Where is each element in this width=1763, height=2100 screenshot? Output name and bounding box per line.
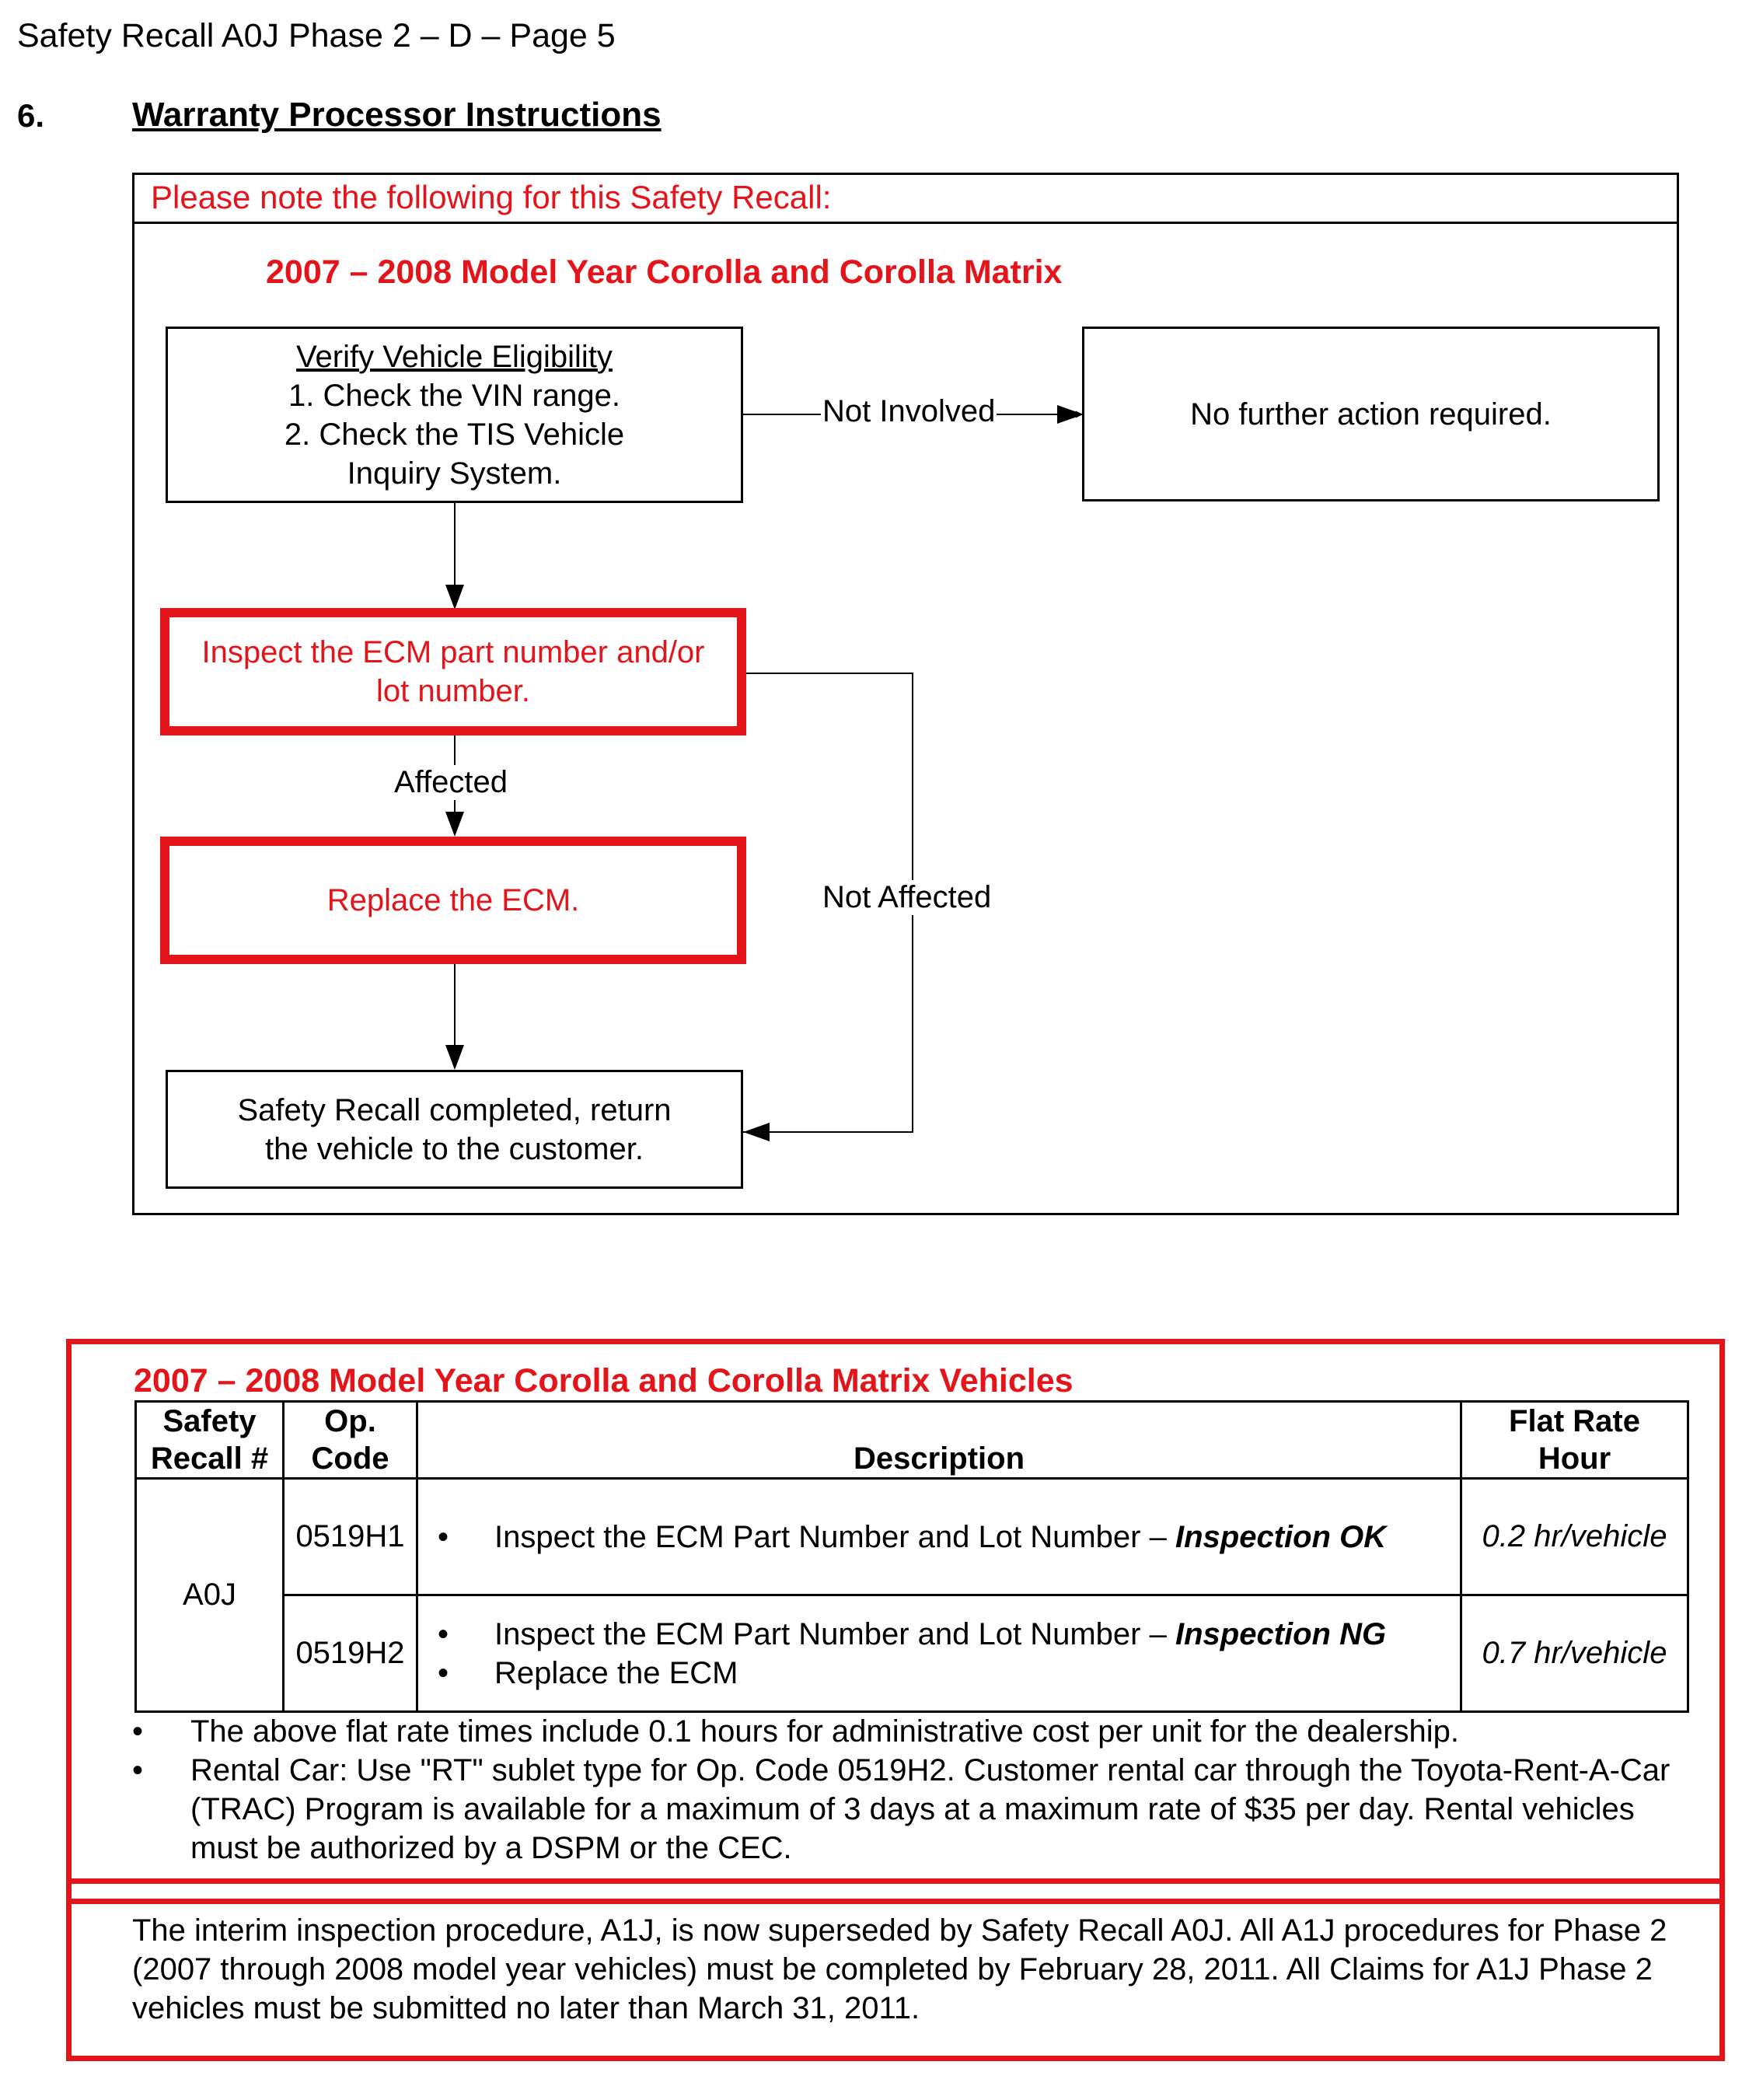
section-divider [66, 1878, 1725, 1904]
inspect-line-1: Inspect the ECM part number and/or [201, 635, 705, 669]
label-not-affected: Not Affected [821, 880, 993, 915]
table-header-row: Safety Recall # Op. Code Description Fla… [134, 1400, 1689, 1480]
replace-ecm-box: Replace the ECM. [160, 837, 746, 964]
labor-operation-table: Safety Recall # Op. Code Description Fla… [134, 1400, 1689, 1713]
table-row: 0519H2 Inspect the ECM Part Number and L… [136, 1594, 1689, 1713]
label-affected: Affected [393, 765, 510, 800]
note-item: Rental Car: Use "RT" sublet type for Op.… [132, 1751, 1687, 1868]
flat-rate: 0.2 hr/vehicle [1482, 1519, 1667, 1553]
page-header: Safety Recall A0J Phase 2 – D – Page 5 [17, 17, 616, 54]
flowchart-frame [132, 173, 1679, 1215]
flat-rate-cell: 0.2 hr/vehicle [1460, 1477, 1689, 1596]
section-title: Warranty Processor Instructions [132, 96, 662, 134]
description-text: Inspect the ECM Part Number and Lot Numb… [494, 1616, 1175, 1651]
op-code: 0519H1 [295, 1519, 405, 1553]
col-header-description-text: Description [853, 1441, 1025, 1476]
col-header-recall: Safety Recall # [134, 1400, 285, 1480]
completed-line-1: Safety Recall completed, return [237, 1092, 672, 1127]
flowchart-subtitle: 2007 – 2008 Model Year Corolla and Corol… [266, 253, 1063, 291]
description-item: Inspect the ECM Part Number and Lot Numb… [418, 1615, 1460, 1654]
col-header-flat-2: Hour [1538, 1441, 1611, 1476]
arrowhead-replace [445, 812, 464, 837]
col-header-opcode-2: Code [311, 1441, 389, 1476]
section-number: 6. [17, 97, 45, 134]
description-text: Replace the ECM [494, 1655, 738, 1690]
flat-rate: 0.7 hr/vehicle [1482, 1636, 1667, 1670]
recall-completed-box: Safety Recall completed, return the vehi… [166, 1070, 743, 1189]
completed-line-2: the vehicle to the customer. [265, 1131, 644, 1166]
verify-eligibility-box: Verify Vehicle Eligibility 1. Check the … [166, 327, 743, 503]
flowchart-note: Please note the following for this Safet… [151, 179, 832, 215]
recall-number: A0J [183, 1578, 236, 1612]
flowchart-note-bar: Please note the following for this Safet… [132, 173, 1679, 224]
description-list: Inspect the ECM Part Number and Lot Numb… [418, 1615, 1460, 1693]
replace-text: Replace the ECM. [326, 883, 580, 917]
description-item: Replace the ECM [418, 1654, 1460, 1693]
verify-step-2-cont: Inquiry System. [347, 456, 562, 491]
arrowhead-complete [445, 1045, 464, 1070]
col-header-flat-rate: Flat Rate Hour [1460, 1400, 1689, 1480]
col-header-recall-2: Recall # [150, 1441, 269, 1476]
inspect-ecm-box: Inspect the ECM part number and/or lot n… [160, 608, 746, 736]
inspection-result: Inspection OK [1175, 1519, 1387, 1554]
op-code: 0519H2 [295, 1636, 405, 1670]
opcode-cell: 0519H2 [282, 1594, 418, 1713]
inspect-line-2: lot number. [376, 674, 530, 708]
supersede-note: The interim inspection procedure, A1J, i… [132, 1913, 1667, 2025]
table-row: A0J 0519H1 Inspect the ECM Part Number a… [134, 1477, 1689, 1713]
col-header-recall-1: Safety [162, 1404, 257, 1438]
col-header-description: Description [416, 1400, 1462, 1480]
description-text: Inspect the ECM Part Number and Lot Numb… [494, 1519, 1175, 1554]
table-title: 2007 – 2008 Model Year Corolla and Corol… [134, 1362, 1074, 1399]
note-item: The above flat rate times include 0.1 ho… [132, 1712, 1687, 1751]
arrowhead-inspect [445, 585, 464, 610]
description-cell: Inspect the ECM Part Number and Lot Numb… [416, 1594, 1462, 1713]
verify-step-1: 1. Check the VIN range. [288, 378, 620, 413]
description-item: Inspect the ECM Part Number and Lot Numb… [418, 1518, 1460, 1557]
no-action-box: No further action required. [1082, 327, 1660, 501]
recall-cell: A0J [134, 1477, 285, 1713]
description-list: Inspect the ECM Part Number and Lot Numb… [418, 1518, 1460, 1557]
col-header-opcode: Op. Code [282, 1400, 418, 1480]
inspection-result: Inspection NG [1175, 1616, 1387, 1651]
arrowhead-not-involved [1057, 405, 1084, 424]
description-cell: Inspect the ECM Part Number and Lot Numb… [416, 1477, 1462, 1596]
arrowhead-not-affected [743, 1123, 770, 1141]
col-header-opcode-1: Op. [324, 1404, 376, 1438]
label-not-involved: Not Involved [821, 394, 997, 429]
recall-table-frame [66, 1339, 1725, 2061]
flat-rate-cell: 0.7 hr/vehicle [1460, 1594, 1689, 1713]
no-action-text: No further action required. [1190, 397, 1552, 432]
col-header-flat-1: Flat Rate [1509, 1404, 1640, 1438]
table-notes: The above flat rate times include 0.1 ho… [132, 1712, 1687, 1868]
verify-title: Verify Vehicle Eligibility [296, 339, 613, 374]
opcode-cell: 0519H1 [282, 1477, 418, 1596]
verify-step-2: 2. Check the TIS Vehicle [284, 417, 625, 452]
